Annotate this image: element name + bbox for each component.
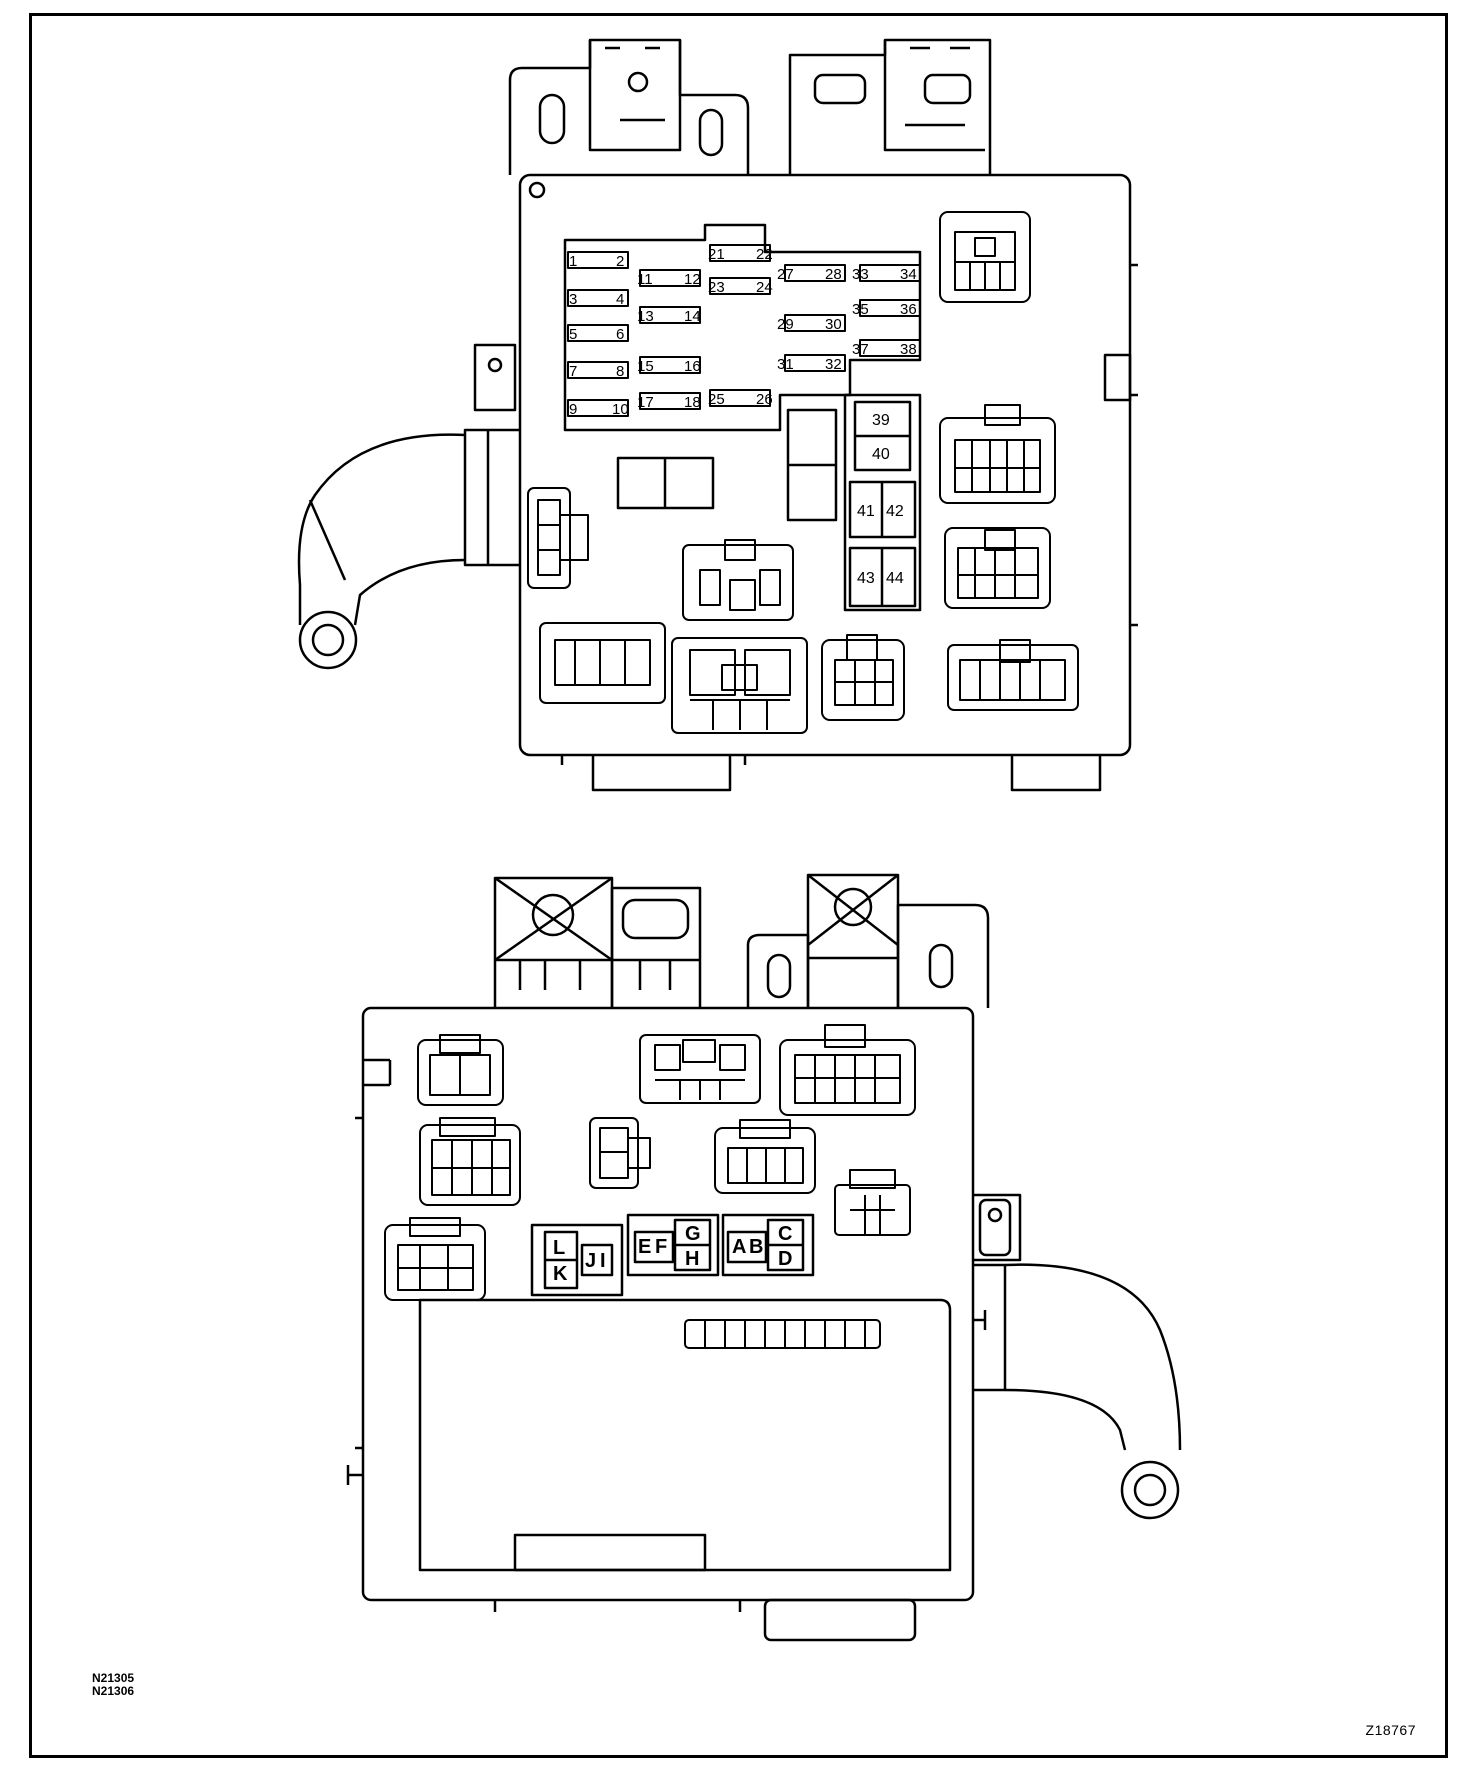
- fuse-label: 8: [616, 363, 624, 380]
- fuse-label: 33: [852, 266, 869, 283]
- fuse-label: 5: [569, 326, 577, 343]
- fuse-label: 28: [825, 266, 842, 283]
- relay-label: 44: [886, 570, 904, 587]
- fuse-label: 29: [777, 316, 794, 333]
- fuse-label: 4: [616, 291, 624, 308]
- fuse-column-left: [567, 244, 921, 417]
- connector-letter: A: [732, 1236, 746, 1258]
- connector-letter-labels: A B C D E F G H I J K L: [553, 1223, 792, 1285]
- fuse-label: 24: [756, 279, 773, 296]
- connector-letter: K: [553, 1263, 568, 1285]
- bottom-connectors: [384, 1024, 916, 1349]
- relay-block: [843, 393, 922, 612]
- connector-letter: B: [749, 1236, 763, 1258]
- fuse-label: 2: [616, 253, 624, 270]
- fuse-label: 16: [684, 358, 701, 375]
- connector-letter: J: [585, 1250, 596, 1272]
- figure-reference: Z18767: [1365, 1722, 1416, 1738]
- fuse-label: 1: [569, 253, 577, 270]
- connector-letter: H: [685, 1248, 699, 1270]
- fuse-label: 25: [708, 391, 725, 408]
- fuse-label: 22: [756, 246, 773, 263]
- fuse-label: 6: [616, 326, 624, 343]
- fuse-label: 7: [569, 363, 577, 380]
- connector-letter: F: [655, 1236, 667, 1258]
- relay-number-labels: 39 40 41 42 43 44: [857, 412, 904, 587]
- connector-letter: C: [778, 1223, 792, 1245]
- bottom-junction-block: A B C D E F G H I J K L: [346, 873, 1182, 1642]
- fuse-label: 32: [825, 356, 842, 373]
- connector-letter: L: [553, 1237, 565, 1259]
- fuse-label: 17: [637, 394, 654, 411]
- connector-letter: I: [600, 1250, 606, 1272]
- fuse-label: 36: [900, 301, 917, 318]
- fuse-label: 31: [777, 356, 794, 373]
- fuse-label: 14: [684, 308, 701, 325]
- fuse-label: 35: [852, 301, 869, 318]
- relay-label: 40: [872, 446, 890, 463]
- fuse-label: 26: [756, 391, 773, 408]
- fuse-label: 11: [637, 271, 653, 288]
- fuse-label: 13: [637, 308, 654, 325]
- figure-frame: [29, 13, 1448, 1758]
- figure-code: N21306: [92, 1684, 135, 1698]
- connector-letter: D: [778, 1248, 792, 1270]
- relay-label: 39: [872, 412, 890, 429]
- lettered-connectors: [530, 1213, 815, 1297]
- fuse-label: 30: [825, 316, 842, 333]
- fuse-label: 21: [708, 246, 725, 263]
- fuse-label: 9: [569, 401, 577, 418]
- fuse-label: 12: [684, 271, 701, 288]
- relay-label: 42: [886, 503, 904, 520]
- relay-label: 43: [857, 570, 875, 587]
- fuse-label: 37: [852, 341, 869, 358]
- fuse-label: 34: [900, 266, 917, 283]
- fuse-label: 10: [612, 401, 629, 418]
- fuse-label: 3: [569, 291, 577, 308]
- fuse-label: 38: [900, 341, 917, 358]
- top-connectors: [527, 211, 1079, 734]
- figure-codes: N21305 N21306: [92, 1672, 134, 1698]
- fuse-number-labels: 1 2 3 4 5 6 7 8 9 10 11 12 13 14 15 16 1…: [569, 246, 917, 418]
- connector-letter: G: [685, 1223, 701, 1245]
- connector-letter: E: [638, 1236, 651, 1258]
- fuse-label: 23: [708, 279, 725, 296]
- relay-label: 41: [857, 503, 875, 520]
- fuse-label: 15: [637, 358, 654, 375]
- fuse-label: 18: [684, 394, 701, 411]
- fuse-label: 27: [777, 266, 794, 283]
- figure-code: N21305: [92, 1671, 135, 1685]
- top-junction-block: 1 2 3 4 5 6 7 8 9 10 11 12 13 14 15 16 1…: [297, 38, 1138, 792]
